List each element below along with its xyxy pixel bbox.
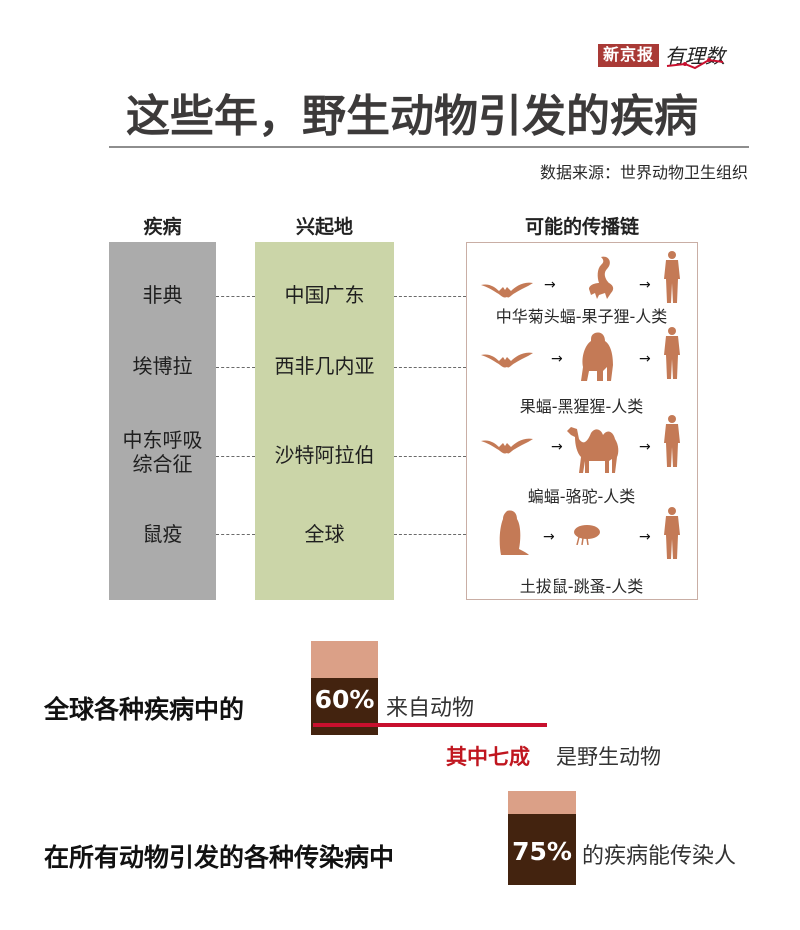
origin-sars: 中国广东 bbox=[284, 283, 365, 307]
flea-icon bbox=[574, 525, 600, 545]
origin-plague: 全球 bbox=[304, 522, 345, 546]
disease-plague: 鼠疫 bbox=[142, 522, 183, 546]
stat1-bar: 60% bbox=[311, 641, 378, 735]
stat1-bar-top bbox=[311, 641, 378, 678]
transmission-chain-column: → → 中华菊头蝠-果子狸-人类 → → 果蝠-黑猩猩-人类 → bbox=[466, 242, 698, 600]
connector-line bbox=[216, 296, 255, 297]
data-source: 数据来源：世界动物卫生组织 bbox=[539, 163, 748, 182]
stat1-prefix: 全球各种疾病中的 bbox=[44, 695, 245, 724]
chain-row-mers: → → bbox=[467, 415, 696, 481]
stat2-prefix: 在所有动物引发的各种传染病中 bbox=[44, 843, 395, 872]
arrow-icon: → bbox=[639, 277, 651, 293]
human-icon bbox=[664, 327, 680, 379]
bat-icon bbox=[481, 282, 533, 298]
stat1-sub-text: 是野生动物 bbox=[556, 745, 661, 769]
connector-line bbox=[394, 534, 466, 535]
newspaper-logo: 新京报 bbox=[598, 44, 660, 67]
stat2-bar: 75% bbox=[508, 791, 576, 885]
human-icon bbox=[664, 251, 680, 303]
chain-label: 中华菊头蝠-果子狸-人类 bbox=[495, 307, 668, 326]
stat1-suffix: 来自动物 bbox=[386, 696, 475, 721]
chain-label: 土拔鼠-跳蚤-人类 bbox=[519, 577, 644, 596]
arrow-icon: → bbox=[639, 439, 651, 455]
chain-label: 果蝠-黑猩猩-人类 bbox=[519, 397, 644, 416]
connector-line bbox=[216, 456, 255, 457]
column-header-disease: 疾病 bbox=[143, 216, 182, 238]
page-title: 这些年，野生动物引发的疾病 bbox=[126, 91, 698, 142]
highlight-underline bbox=[313, 723, 547, 727]
trend-line-icon bbox=[666, 57, 724, 69]
origin-mers: 沙特阿拉伯 bbox=[274, 443, 375, 467]
disease-mers-line2: 综合征 bbox=[132, 452, 193, 476]
chimpanzee-icon bbox=[581, 332, 613, 381]
origin-column bbox=[255, 242, 394, 600]
civet-icon bbox=[589, 256, 614, 299]
title-divider bbox=[109, 146, 749, 148]
arrow-icon: → bbox=[544, 277, 556, 293]
arrow-icon: → bbox=[639, 351, 651, 367]
connector-line bbox=[216, 367, 255, 368]
chain-row-ebola: → → bbox=[467, 327, 696, 393]
marmot-icon bbox=[499, 510, 529, 555]
stat1-sub-highlight: 其中七成 bbox=[446, 745, 530, 769]
human-icon bbox=[664, 415, 680, 467]
origin-ebola: 西非几内亚 bbox=[274, 354, 375, 378]
disease-mers-line1: 中东呼吸 bbox=[122, 428, 203, 452]
column-logo: 有理数 bbox=[665, 46, 725, 69]
bat-icon bbox=[481, 352, 533, 368]
chain-label: 蝙蝠-骆驼-人类 bbox=[527, 487, 636, 506]
connector-line bbox=[394, 456, 466, 457]
human-icon bbox=[664, 507, 680, 559]
connector-line bbox=[394, 296, 466, 297]
disease-ebola: 埃博拉 bbox=[132, 354, 193, 378]
arrow-icon: → bbox=[551, 351, 563, 367]
column-header-origin: 兴起地 bbox=[295, 216, 353, 238]
camel-icon bbox=[567, 427, 619, 473]
arrow-icon: → bbox=[639, 529, 651, 545]
stat2-value: 75% bbox=[508, 814, 576, 885]
brand-logo: 新京报 有理数 bbox=[598, 44, 725, 69]
disease-column bbox=[109, 242, 216, 600]
connector-line bbox=[216, 534, 255, 535]
arrow-icon: → bbox=[551, 439, 563, 455]
connector-line bbox=[394, 367, 466, 368]
stat2-bar-top bbox=[508, 791, 576, 814]
stat2-suffix: 的疾病能传染人 bbox=[582, 844, 737, 869]
column-header-chain: 可能的传播链 bbox=[524, 216, 639, 238]
chain-row-plague: → → bbox=[467, 507, 696, 571]
arrow-icon: → bbox=[543, 529, 555, 545]
bat-icon bbox=[481, 438, 533, 454]
chain-row-sars: → → bbox=[467, 251, 696, 331]
disease-sars: 非典 bbox=[142, 283, 183, 307]
